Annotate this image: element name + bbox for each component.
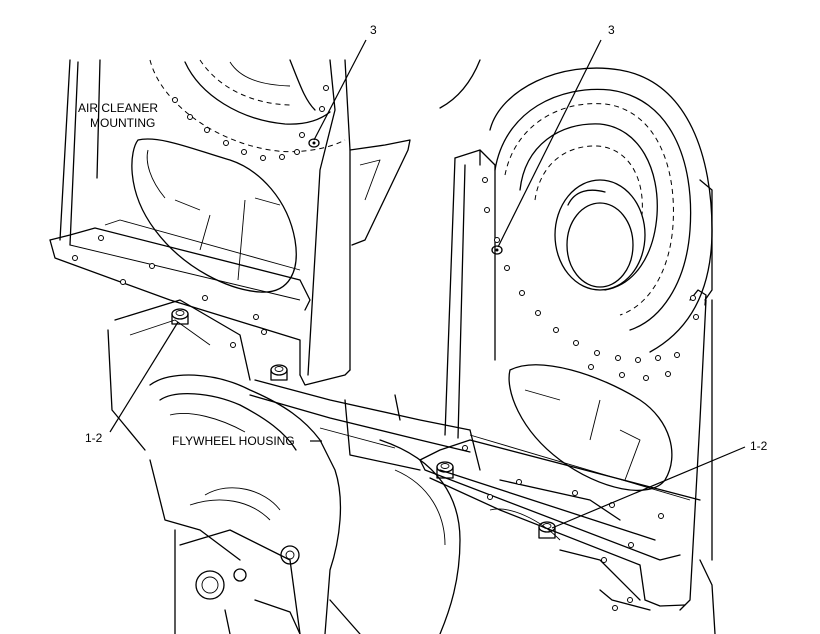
callout-3-left: 3 [370,23,377,37]
right-flange-holes [462,445,664,611]
callout-1-2-right: 1-2 [750,439,768,453]
leader-1-2-right [551,446,746,529]
nut-3-left [308,138,320,148]
bolt-right-flange [436,461,454,479]
bolt-left-flange [171,308,189,325]
labels: 3 3 1-2 1-2 AIR CLEANER MOUNTING FLYWHEE… [78,23,768,453]
callout-1-2-left: 1-2 [85,431,103,445]
air-cleaner-label-line1: AIR CLEANER [78,101,158,115]
right-air-cleaner-bracket [419,67,713,611]
left-flange-holes [72,235,267,348]
callout-3-right: 3 [608,23,615,37]
flywheel-housing-drawing [107,299,716,634]
leader-lines [109,39,746,529]
flywheel-housing-label: FLYWHEEL HOUSING [172,434,295,448]
leader-3-right [497,39,602,248]
right-bolt-circle [482,177,699,381]
nut-3-right [491,245,503,255]
leader-3-left [313,39,367,141]
left-air-cleaner-bracket [49,59,481,386]
air-cleaner-label-line2: MOUNTING [90,116,155,130]
left-bolt-circle [172,85,329,161]
leader-1-2-left [109,321,179,433]
bolt-left-flange-2 [270,364,288,381]
